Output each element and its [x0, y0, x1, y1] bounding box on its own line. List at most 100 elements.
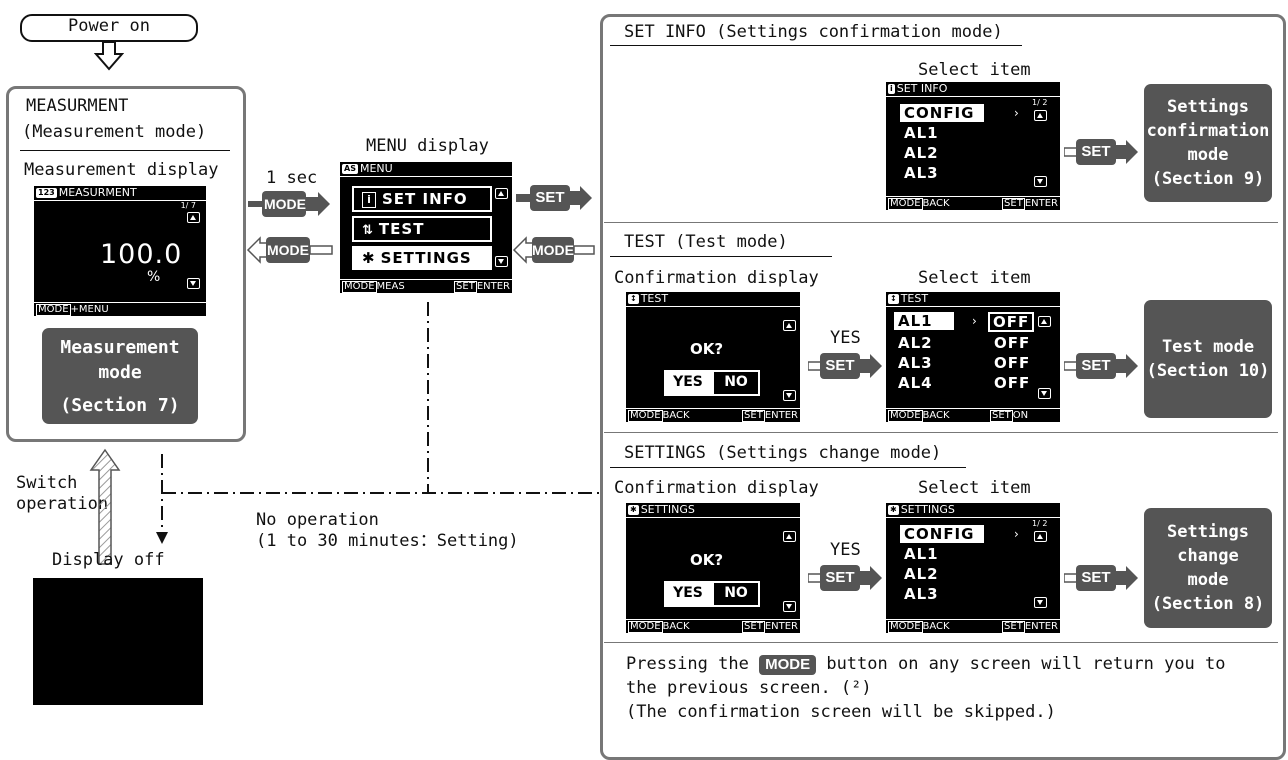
test-select-screen: ↕TEST AL1 › OFF AL2 OFF AL3 OFF AL4 OFF …: [886, 292, 1060, 422]
measurement-mode-box: Measurement mode (Section 7): [42, 328, 198, 424]
mode-right-arrow: [248, 191, 330, 217]
settings-item-al1[interactable]: AL1: [904, 545, 939, 563]
test-header: TEST (Test mode): [624, 232, 788, 252]
up-down-icon: ⇅: [362, 223, 373, 238]
display-off-screen: [33, 578, 203, 705]
measurement-title: MEASURMENT: [26, 96, 129, 116]
settings-change-mode-box: Settings change mode (Section 8): [1144, 508, 1272, 628]
mode-key-label-back: MODE: [267, 242, 309, 258]
set-info-item-al2[interactable]: AL2: [904, 144, 939, 162]
test-divider: [610, 256, 832, 257]
test-set-label-1: SET: [825, 357, 855, 374]
down-arrow-icon: [94, 41, 124, 71]
settings-set-arrow-2: [1064, 565, 1138, 591]
settings-set-label-2: SET: [1081, 569, 1111, 586]
no-operation-label: No operation: [256, 510, 379, 530]
switch-operation-label-2: operation: [16, 494, 109, 514]
scroll-down-icon: [495, 256, 508, 267]
note-line-1: Pressing the MODE button on any screen w…: [626, 654, 1226, 675]
set-info-header: SET INFO (Settings confirmation mode): [624, 22, 1003, 42]
menu-item-settings[interactable]: ✱SETTINGS: [352, 246, 492, 270]
measurement-subtitle: (Measurement mode): [22, 122, 207, 142]
mode-key-label: MODE: [264, 196, 306, 212]
set-right-arrow: [516, 185, 592, 211]
test-item-al4[interactable]: AL4: [898, 374, 933, 392]
settings-divider: [610, 467, 966, 468]
mode-left-arrow: [246, 236, 333, 264]
test-select-label: Select item: [918, 268, 1031, 288]
set-info-item-al3[interactable]: AL3: [904, 164, 939, 182]
no-operation-line: [162, 302, 604, 494]
settings-item-al2[interactable]: AL2: [904, 565, 939, 583]
no-button[interactable]: NO: [712, 581, 760, 607]
settings-item-config[interactable]: CONFIG: [900, 525, 984, 543]
mode-key-badge: MODE: [759, 655, 817, 675]
test-item-al2[interactable]: AL2: [898, 334, 933, 352]
scroll-up-icon: [187, 212, 200, 223]
test-set-label-2: SET: [1081, 357, 1111, 374]
measurement-display-label: Measurement display: [24, 160, 219, 180]
ok-prompt: OK?: [690, 551, 724, 569]
yes-button[interactable]: YES: [664, 581, 712, 607]
screen-footer: MODE+MENU: [34, 302, 206, 316]
display-off-label: Display off: [52, 550, 165, 570]
test-item-al3[interactable]: AL3: [898, 354, 933, 372]
set-info-item-al1[interactable]: AL1: [904, 124, 939, 142]
section-divider-2: [604, 432, 1278, 433]
test-value-al2: OFF: [994, 334, 1031, 352]
mode-key-label-menu-back: MODE: [532, 242, 574, 258]
settings-select-label: Select item: [918, 478, 1031, 498]
menu-display-label: MENU display: [366, 136, 489, 156]
yes-button[interactable]: YES: [664, 370, 712, 396]
set-info-item-config[interactable]: CONFIG: [900, 104, 984, 122]
no-button[interactable]: NO: [712, 370, 760, 396]
power-on-label: Power on: [20, 14, 198, 42]
ok-prompt: OK?: [690, 340, 724, 358]
test-set-arrow-1: [808, 353, 882, 379]
set-info-set-label: SET: [1081, 143, 1111, 160]
one-sec-label: 1 sec: [266, 168, 318, 188]
mode-back-arrow: [512, 236, 595, 264]
menu-item-test[interactable]: ⇅TEST: [352, 216, 492, 242]
test-value-al4: OFF: [994, 374, 1031, 392]
test-mode-box: Test mode (Section 10): [1144, 300, 1272, 418]
no-operation-time: (1 to 30 minutes：Setting): [256, 531, 519, 551]
test-yes-label: YES: [830, 328, 861, 348]
note-line-3: (The confirmation screen will be skipped…: [626, 702, 1056, 722]
settings-yes-label: YES: [830, 540, 861, 560]
settings-select-screen: ✱SETTINGS CONFIG › 1/ 2 AL1 AL2 AL3 MODE…: [886, 503, 1060, 633]
set-key-label: SET: [535, 189, 565, 206]
section-divider-1: [604, 222, 1278, 223]
settings-confirm-label: Confirmation display: [614, 478, 819, 498]
settings-header: SETTINGS (Settings change mode): [624, 443, 942, 463]
test-value-al3: OFF: [994, 354, 1031, 372]
test-item-al1[interactable]: AL1: [894, 312, 954, 330]
set-info-divider: [610, 45, 1022, 46]
test-set-arrow-2: [1064, 353, 1138, 379]
scroll-up-icon: [495, 188, 508, 199]
hatched-up-arrow-icon: [89, 448, 121, 565]
settings-item-al3[interactable]: AL3: [904, 585, 939, 603]
section-divider-3: [604, 642, 1278, 643]
test-confirm-label: Confirmation display: [614, 268, 819, 288]
measurement-value: 100.0: [100, 239, 183, 270]
info-icon: i: [362, 192, 376, 208]
measurement-unit: %: [147, 269, 161, 285]
settings-set-arrow-1: [808, 565, 882, 591]
page-indicator: 1/ 7: [180, 201, 196, 210]
switch-operation-label-1: Switch: [16, 473, 78, 493]
settings-set-label-1: SET: [825, 569, 855, 586]
set-info-select-label: Select item: [918, 60, 1031, 80]
note-line-2: the previous screen. (²): [626, 678, 872, 698]
settings-confirmation-mode-box: Settings confirmation mode (Section 9): [1144, 84, 1272, 202]
scroll-down-icon: [187, 278, 200, 289]
test-value-al1[interactable]: OFF: [988, 312, 1035, 332]
